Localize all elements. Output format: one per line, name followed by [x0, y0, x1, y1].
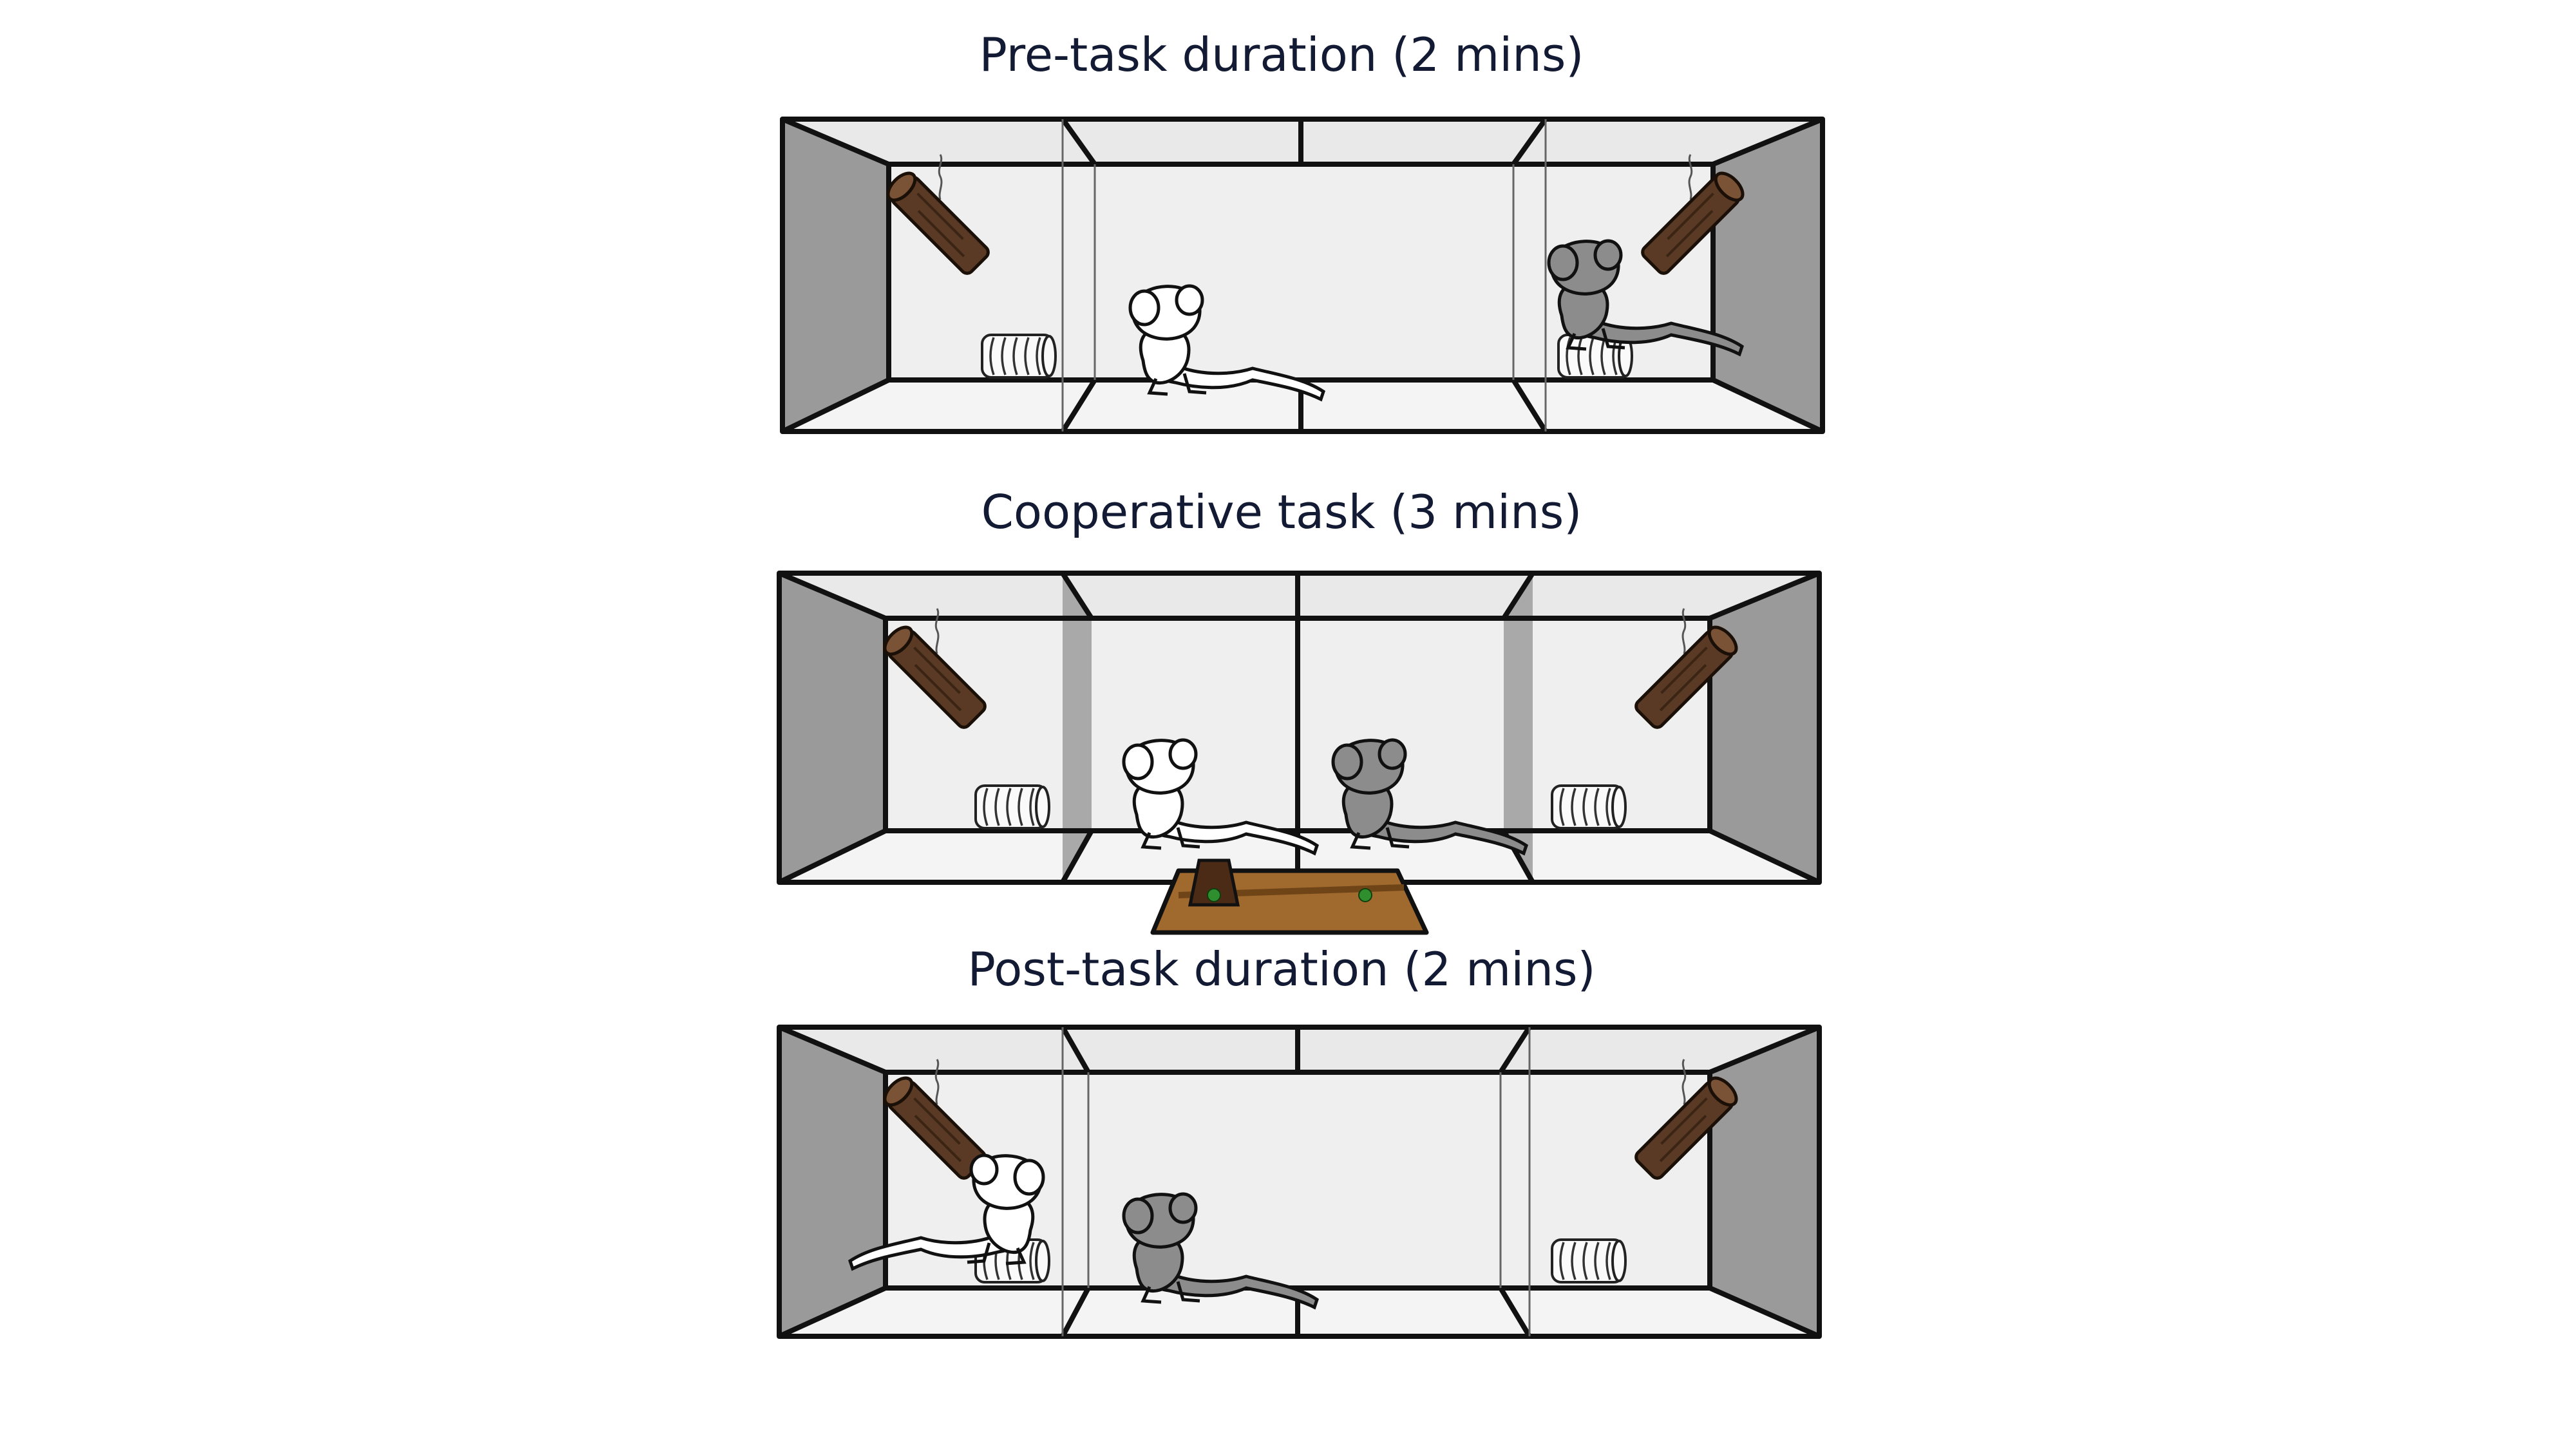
tube-icon [1551, 1238, 1627, 1283]
tube-icon [981, 334, 1057, 379]
pulling-board-icon [1150, 858, 1429, 935]
reward-icon [1207, 888, 1221, 902]
panel-title-pre-task: Pre-task duration (2 mins) [980, 28, 1584, 82]
reward-icon [1358, 888, 1372, 902]
tube-icon [1551, 784, 1627, 829]
panel-title-cooperative-task: Cooperative task (3 mins) [981, 485, 1582, 539]
panel-title-post-task: Post-task duration (2 mins) [967, 942, 1595, 996]
tube-icon [974, 784, 1050, 829]
